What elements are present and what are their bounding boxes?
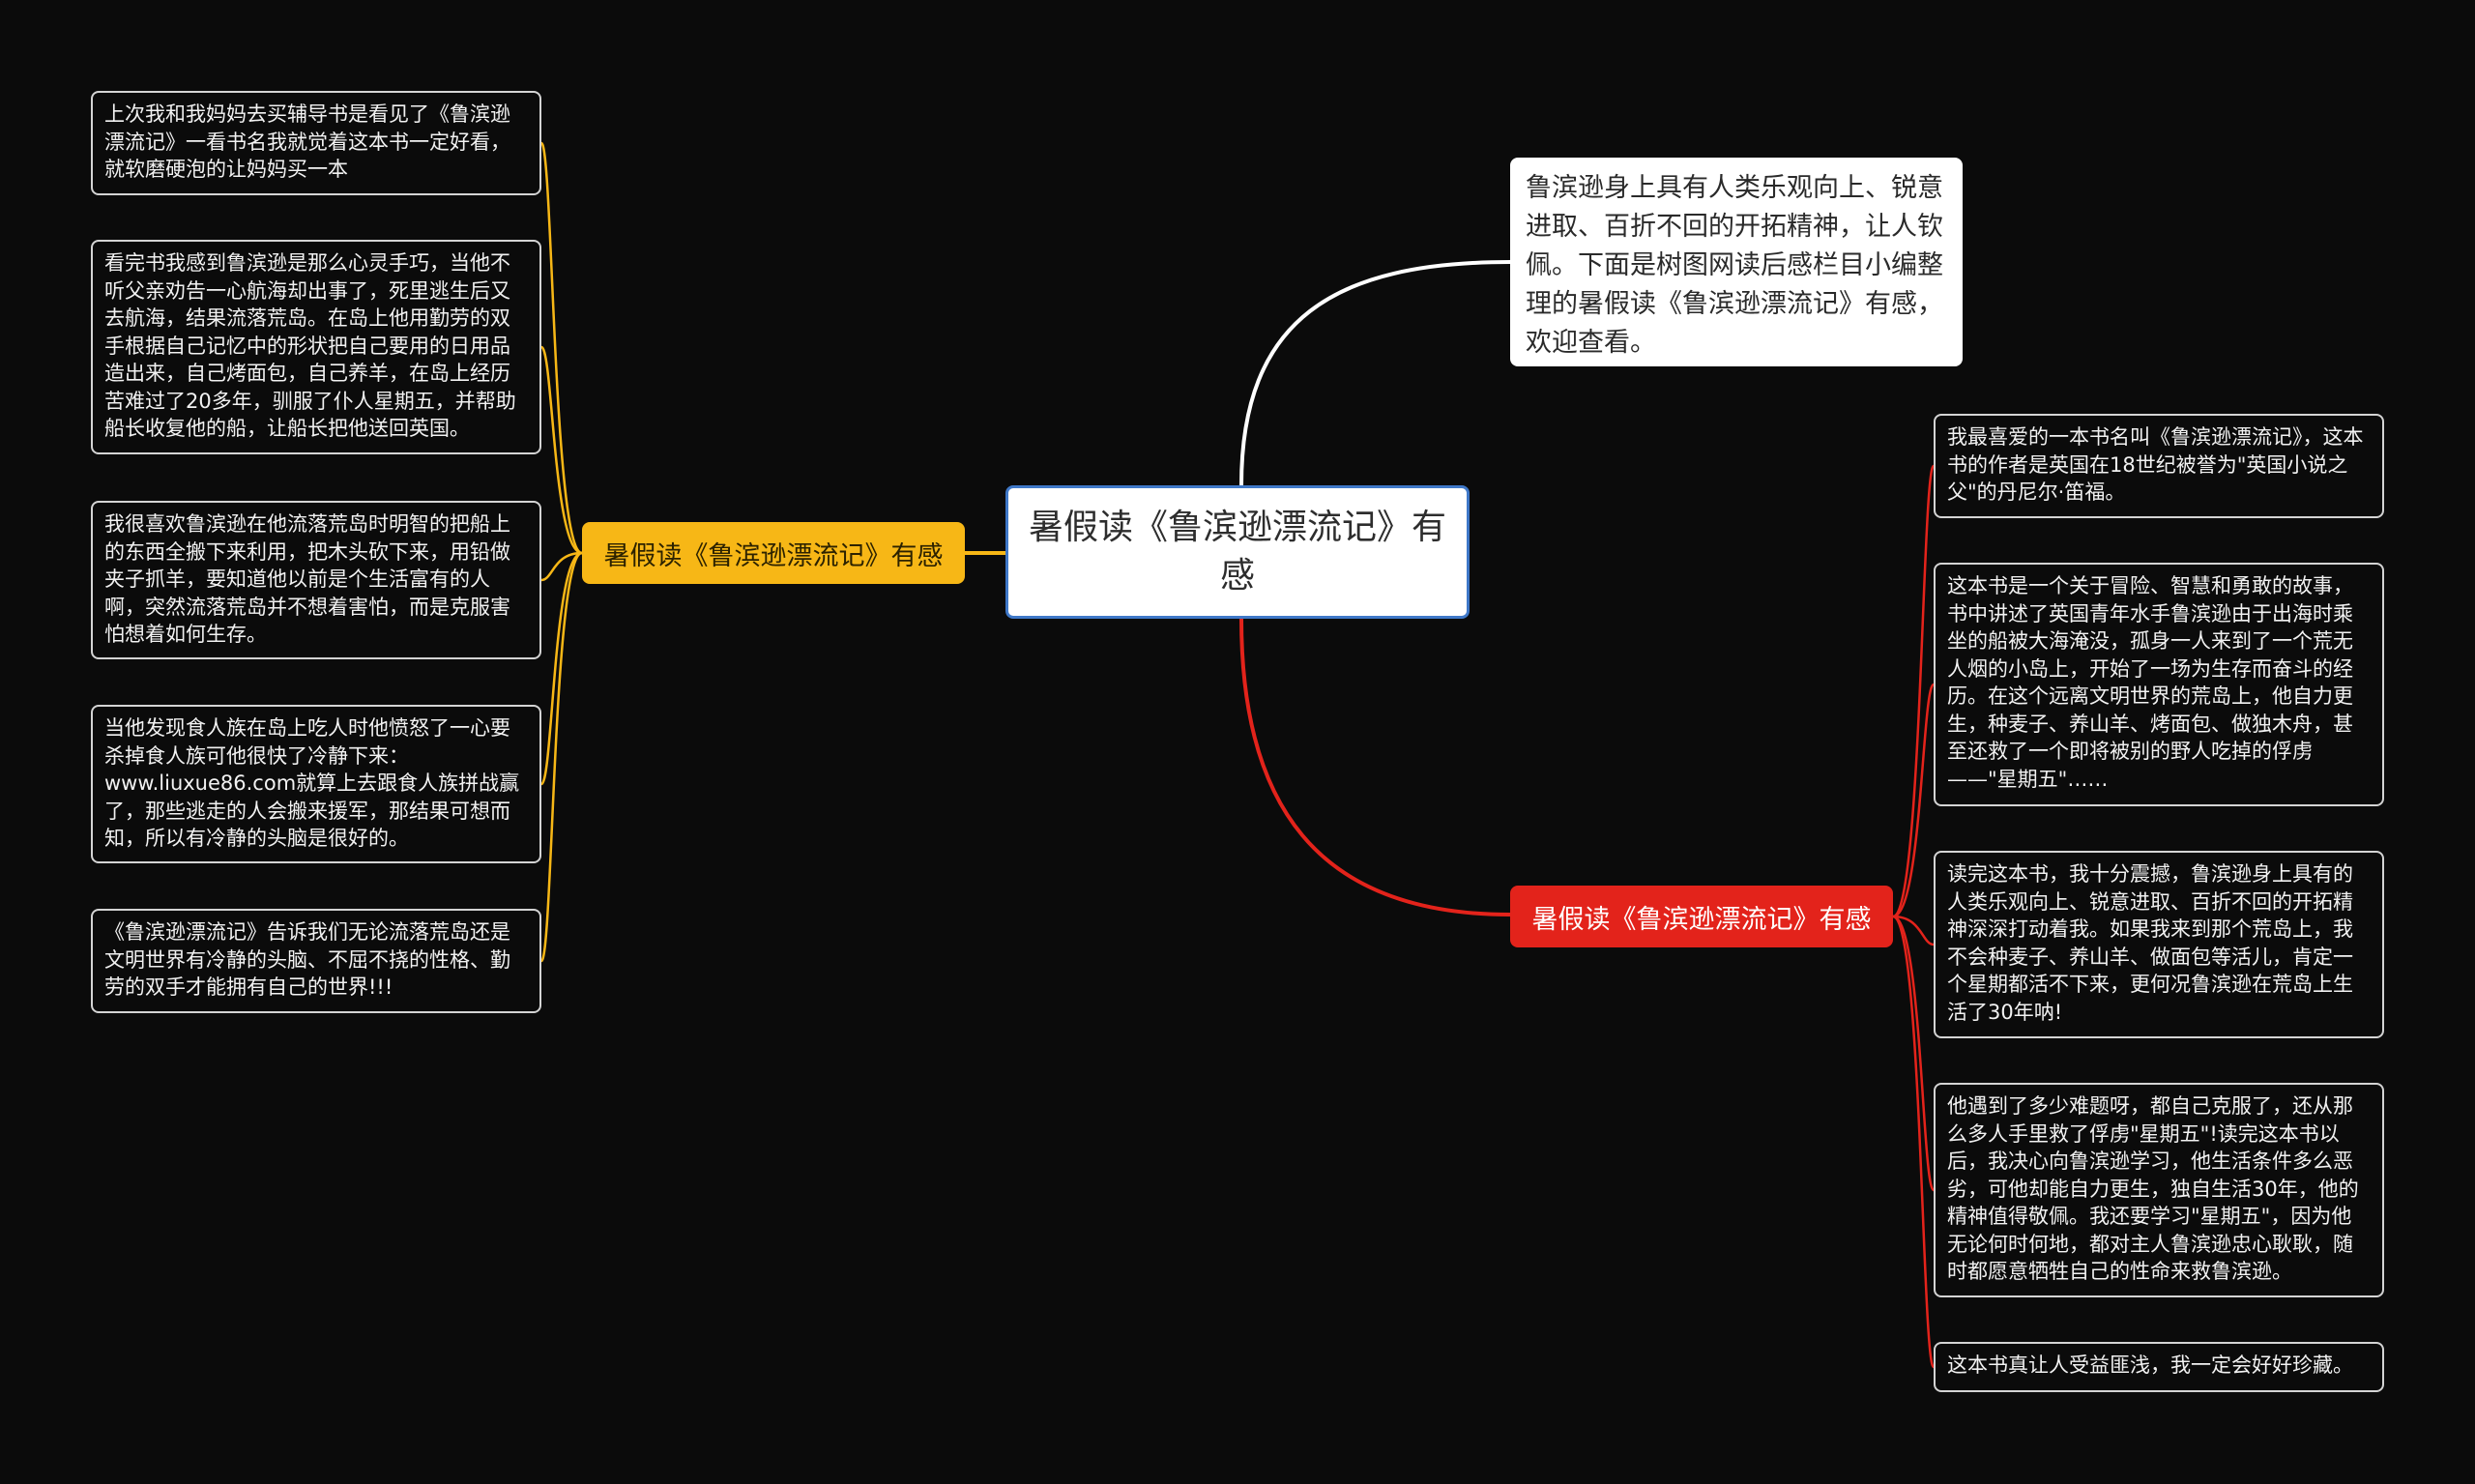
right-leaf-4[interactable]: 他遇到了多少难题呀，都自己克服了，还从那么多人手里救了俘虏"星期五"!读完这本书… — [1934, 1083, 2384, 1297]
branch-right-label: 暑假读《鲁滨逊漂流记》有感 — [1531, 904, 1872, 935]
root-topic[interactable]: 暑假读《鲁滨逊漂流记》有感 — [1005, 485, 1470, 619]
connector-left-leaf-2 — [539, 345, 584, 555]
right-leaf-1-text: 我最喜爱的一本书名叫《鲁滨逊漂流记》，这本书的作者是英国在18世纪被誉为"英国小… — [1947, 425, 2364, 504]
right-leaf-2-text: 这本书是一个关于冒险、智慧和勇敢的故事，书中讲述了英国青年水手鲁滨逊由于出海时乘… — [1947, 574, 2353, 791]
connector-right-leaf-3 — [1891, 915, 1936, 946]
right-leaf-5-text: 这本书真让人受益匪浅，我一定会好好珍藏。 — [1947, 1353, 2353, 1377]
right-leaf-5[interactable]: 这本书真让人受益匪浅，我一定会好好珍藏。 — [1934, 1342, 2384, 1392]
left-leaf-5-text: 《鲁滨逊漂流记》告诉我们无论流落荒岛还是文明世界有冷静的头脑、不屈不挠的性格、勤… — [104, 920, 510, 999]
right-leaf-2[interactable]: 这本书是一个关于冒险、智慧和勇敢的故事，书中讲述了英国青年水手鲁滨逊由于出海时乘… — [1934, 563, 2384, 806]
right-leaf-3[interactable]: 读完这本书，我十分震撼，鲁滨逊身上具有的人类乐观向上、锐意进取、百折不回的开拓精… — [1934, 851, 2384, 1038]
left-leaf-1-text: 上次我和我妈妈去买辅导书是看见了《鲁滨逊漂流记》一看书名我就觉着这本书一定好看，… — [104, 102, 510, 181]
right-leaf-3-text: 读完这本书，我十分震撼，鲁滨逊身上具有的人类乐观向上、锐意进取、百折不回的开拓精… — [1947, 862, 2353, 1024]
connector-left-leaf-5 — [539, 551, 584, 963]
intro-text: 鲁滨逊身上具有人类乐观向上、锐意进取、百折不回的开拓精神，让人钦佩。下面是树图网… — [1526, 173, 1943, 358]
connector-right-leaf-2 — [1891, 683, 1936, 918]
connector-left-leaf-3 — [539, 551, 584, 582]
left-leaf-4[interactable]: 当他发现食人族在岛上吃人时他愤怒了一心要杀掉食人族可他很快了冷静下来：www.l… — [91, 705, 541, 863]
connector-root-intro — [1239, 260, 1512, 487]
connector-right-leaf-5 — [1891, 915, 1936, 1369]
connector-left-leaf-1 — [539, 141, 584, 555]
connector-right-leaf-4 — [1891, 915, 1936, 1192]
connector-left-leaf-4 — [539, 551, 584, 786]
branch-left-label: 暑假读《鲁滨逊漂流记》有感 — [603, 540, 944, 571]
connector-right-leaf-1 — [1891, 464, 1936, 918]
left-leaf-3[interactable]: 我很喜欢鲁滨逊在他流落荒岛时明智的把船上的东西全搬下来利用，把木头砍下来，用铅做… — [91, 501, 541, 659]
left-leaf-4-text: 当他发现食人族在岛上吃人时他愤怒了一心要杀掉食人族可他很快了冷静下来：www.l… — [104, 716, 520, 850]
right-leaf-1[interactable]: 我最喜爱的一本书名叫《鲁滨逊漂流记》，这本书的作者是英国在18世纪被誉为"英国小… — [1934, 414, 2384, 518]
branch-right-topic[interactable]: 暑假读《鲁滨逊漂流记》有感 — [1510, 886, 1893, 947]
left-leaf-2-text: 看完书我感到鲁滨逊是那么心灵手巧，当他不听父亲劝告一心航海却出事了，死里逃生后又… — [104, 251, 516, 440]
intro-node[interactable]: 鲁滨逊身上具有人类乐观向上、锐意进取、百折不回的开拓精神，让人钦佩。下面是树图网… — [1510, 158, 1963, 366]
branch-left-topic[interactable]: 暑假读《鲁滨逊漂流记》有感 — [582, 522, 965, 584]
right-leaf-4-text: 他遇到了多少难题呀，都自己克服了，还从那么多人手里救了俘虏"星期五"!读完这本书… — [1947, 1094, 2359, 1283]
connector-root-right — [1239, 617, 1512, 917]
left-leaf-1[interactable]: 上次我和我妈妈去买辅导书是看见了《鲁滨逊漂流记》一看书名我就觉着这本书一定好看，… — [91, 91, 541, 195]
root-topic-label: 暑假读《鲁滨逊漂流记》有感 — [1028, 508, 1446, 596]
left-leaf-2[interactable]: 看完书我感到鲁滨逊是那么心灵手巧，当他不听父亲劝告一心航海却出事了，死里逃生后又… — [91, 240, 541, 454]
left-leaf-5[interactable]: 《鲁滨逊漂流记》告诉我们无论流落荒岛还是文明世界有冷静的头脑、不屈不挠的性格、勤… — [91, 909, 541, 1013]
left-leaf-3-text: 我很喜欢鲁滨逊在他流落荒岛时明智的把船上的东西全搬下来利用，把木头砍下来，用铅做… — [104, 512, 510, 646]
